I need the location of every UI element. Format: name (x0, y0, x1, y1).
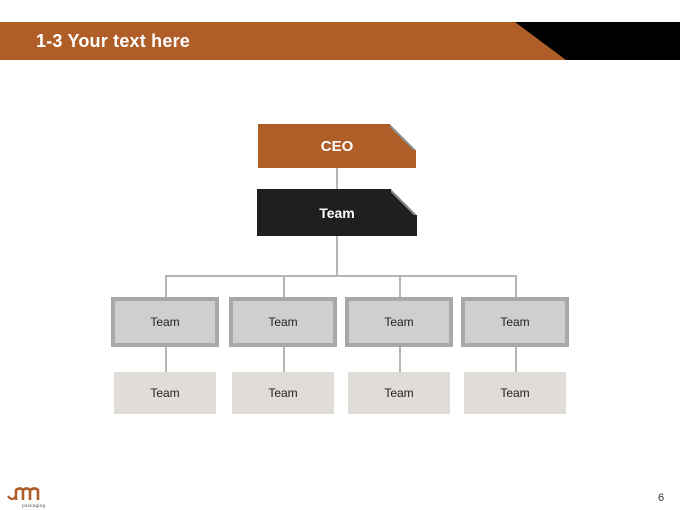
mid-team-label: Team (384, 315, 414, 329)
top-team-label: Team (319, 204, 355, 221)
connector-ceo-team (336, 168, 338, 189)
mid-team-label: Team (268, 315, 298, 329)
mid-team-box-3: Team (345, 297, 453, 347)
mid-team-box-1: Team (111, 297, 219, 347)
connector-sub-4 (515, 347, 517, 372)
mid-team-box-4: Team (461, 297, 569, 347)
logo-text: packaging (22, 503, 45, 508)
top-team-box: Team (257, 189, 417, 236)
ceo-box: CEO (258, 124, 416, 168)
page-number: 6 (658, 492, 665, 504)
connector-horizontal (165, 275, 517, 277)
page-title: 1-3 Your text here (36, 31, 190, 51)
connector-drop-4 (515, 275, 517, 297)
bottom-team-box-1: Team (114, 372, 216, 414)
company-logo: packaging (7, 487, 45, 508)
connector-drop-1 (165, 275, 167, 297)
title-bar-orange (0, 22, 566, 60)
bottom-team-box-4: Team (464, 372, 566, 414)
bottom-team-label: Team (384, 386, 414, 400)
connector-drop-2 (283, 275, 285, 297)
bottom-team-label: Team (268, 386, 298, 400)
mid-team-box-2: Team (229, 297, 337, 347)
connector-team-trunk (336, 236, 338, 276)
bottom-team-box-2: Team (232, 372, 334, 414)
folded-corner-icon (391, 189, 417, 215)
bottom-team-label: Team (500, 386, 530, 400)
ceo-label: CEO (320, 137, 354, 155)
connector-drop-3 (399, 275, 401, 297)
connector-sub-2 (283, 347, 285, 372)
bottom-team-label: Team (150, 386, 180, 400)
folded-corner-icon (390, 124, 416, 150)
connector-sub-3 (399, 347, 401, 372)
bottom-team-box-3: Team (348, 372, 450, 414)
connector-sub-1 (165, 347, 167, 372)
mid-team-label: Team (150, 315, 180, 329)
mid-team-label: Team (500, 315, 530, 329)
